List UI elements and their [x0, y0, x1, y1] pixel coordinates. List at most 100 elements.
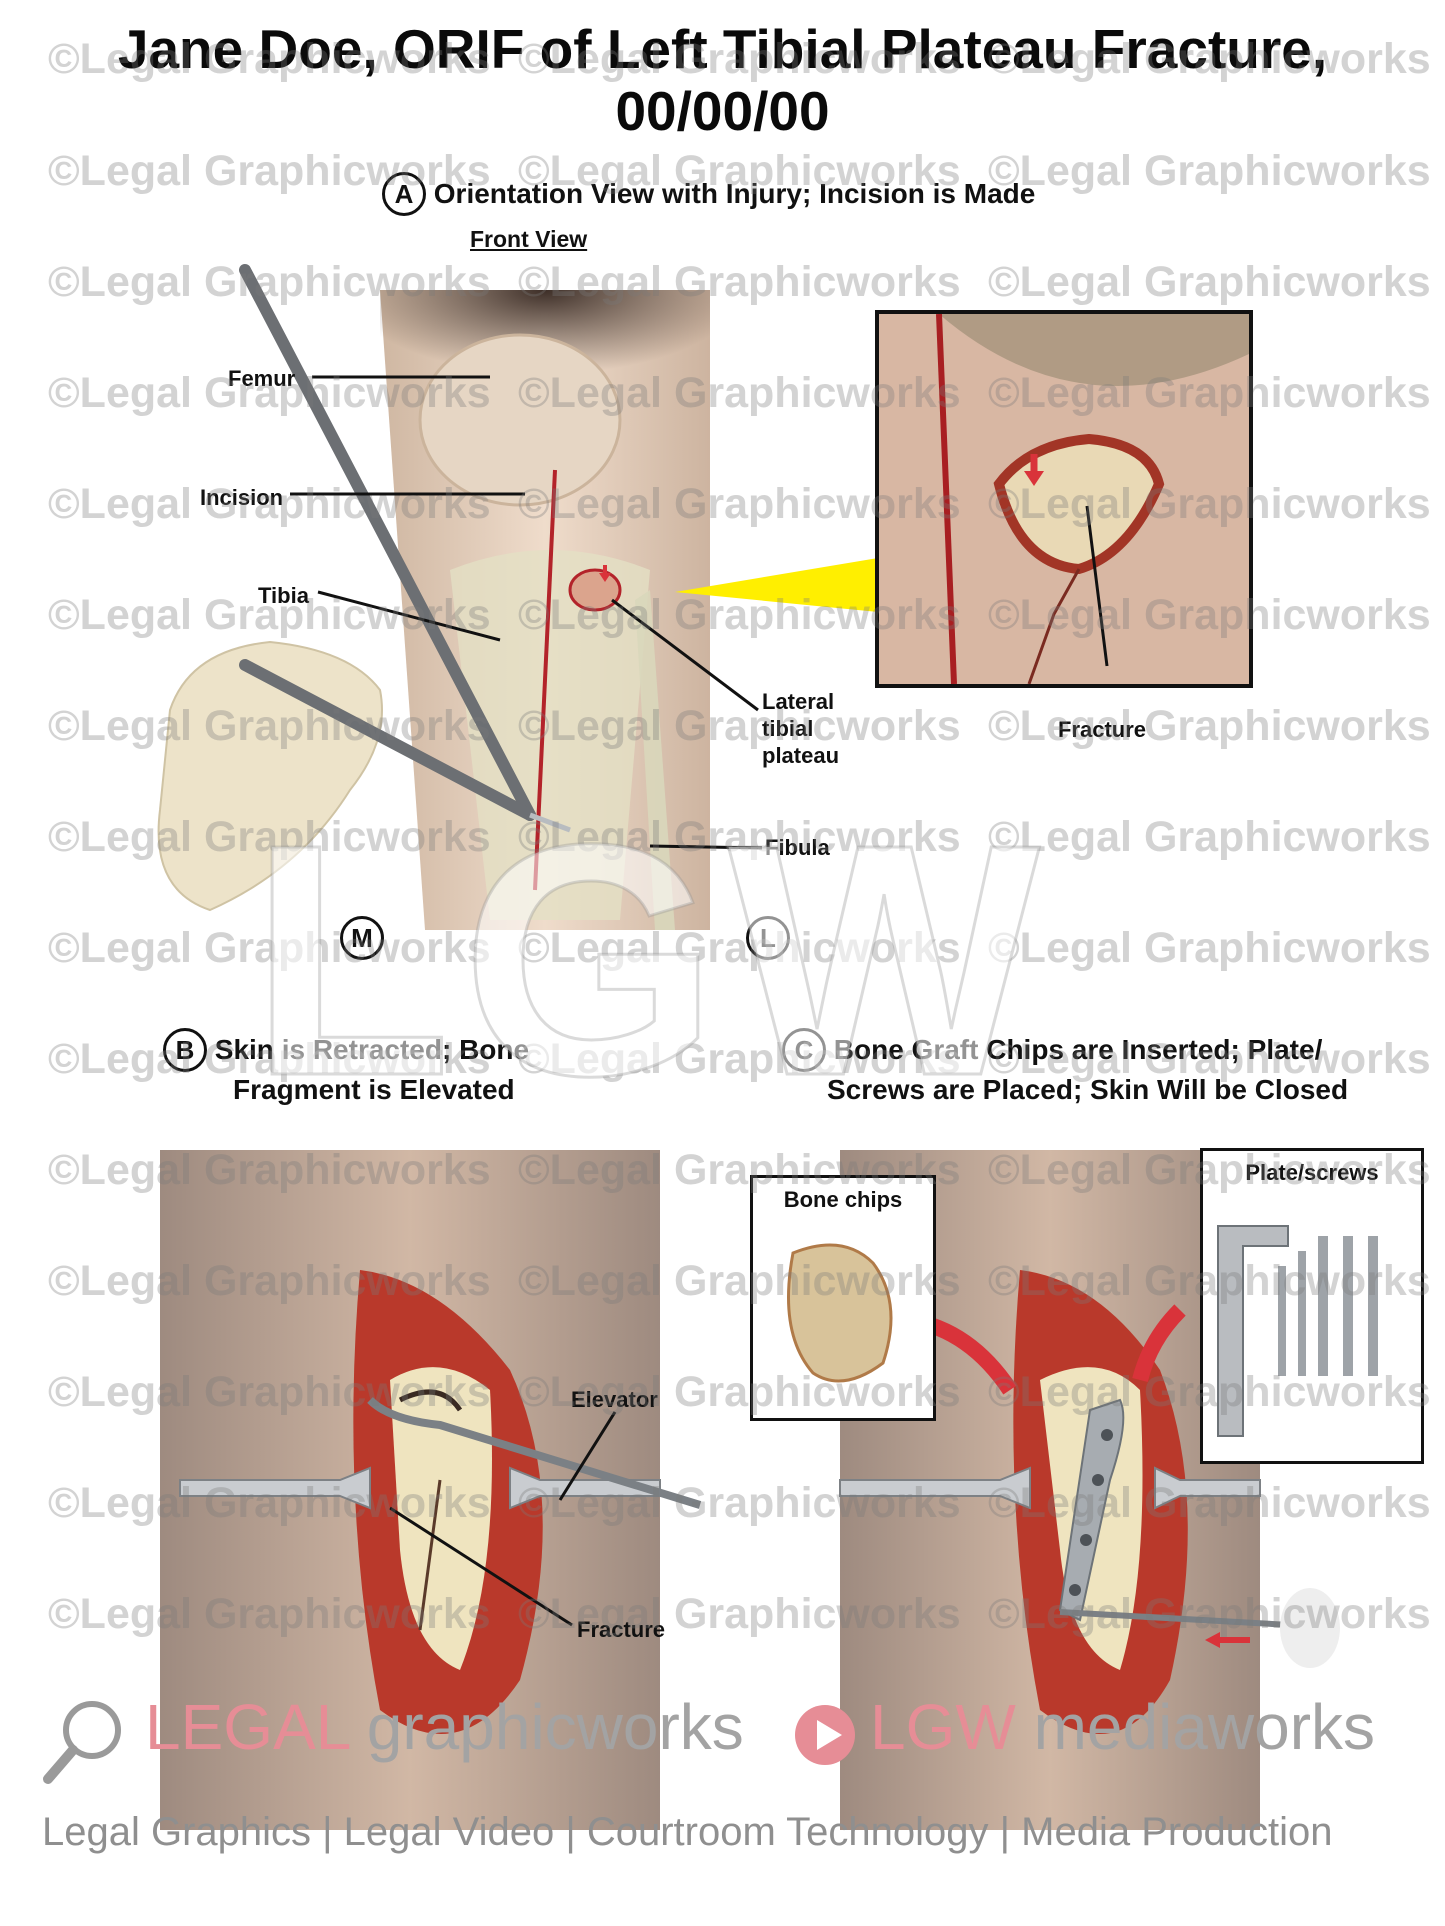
watermark-text: ©Legal Graphicworks	[48, 147, 491, 195]
orientation-lateral-marker: L	[746, 916, 790, 960]
screw-icon-2	[1298, 1251, 1306, 1376]
watermark-text: ©Legal Graphicworks	[48, 702, 491, 750]
watermark-text: ©Legal Graphicworks	[518, 591, 961, 639]
brand-legal-graphicworks: LEGAL graphicworks	[145, 1690, 744, 1764]
inset-incision	[936, 314, 957, 684]
watermark-layer: ©Legal Graphicworks ©Legal Graphicworks …	[48, 35, 1431, 1638]
watermark-text: ©Legal Graphicworks	[48, 369, 491, 417]
watermark-text: ©Legal Graphicworks	[518, 147, 961, 195]
watermark-text: ©Legal Graphicworks	[48, 480, 491, 528]
watermark-text: ©Legal Graphicworks	[48, 591, 491, 639]
watermark-text: ©Legal Graphicworks	[988, 35, 1431, 83]
brand-mediaworks-word: mediaworks	[1033, 1691, 1375, 1763]
section-a-title-text: Orientation View with Injury; Incision i…	[433, 178, 1036, 209]
retractor-c-left	[839, 1466, 1031, 1510]
plateau-fracture-small	[568, 568, 622, 612]
section-c-marker: C	[782, 1028, 826, 1072]
watermark-text: ©Legal Graphicworks	[518, 1479, 961, 1527]
tibia-shape	[450, 550, 650, 920]
knee-front-illustration	[157, 264, 710, 930]
lgw-center-watermark: LGW	[249, 774, 1050, 1146]
fracture-b-crack	[418, 1479, 442, 1631]
section-a-marker: A	[382, 172, 426, 216]
brand-lgw-word: LGW	[870, 1691, 1016, 1763]
magnifier-icon	[43, 1701, 121, 1784]
watermark-text: ©Legal Graphicworks	[988, 1479, 1431, 1527]
watermark-text: ©Legal Graphicworks	[48, 258, 491, 306]
label-lateral-tibial-plateau: Lateral tibial plateau	[762, 688, 839, 769]
section-c-title: C Bone Graft Chips are Inserted; Plate/ …	[782, 1028, 1402, 1108]
brand-legal-word: LEGAL	[145, 1691, 349, 1763]
screwdriver-handle	[1280, 1588, 1340, 1668]
watermark-text: ©Legal Graphicworks	[988, 813, 1431, 861]
fracture-inset	[875, 310, 1253, 688]
plate-icon	[1217, 1225, 1289, 1437]
retractor-c-right	[1154, 1466, 1261, 1510]
brand-graphicworks-word: graphicworks	[366, 1691, 744, 1763]
watermark-text: ©Legal Graphicworks	[988, 480, 1431, 528]
bone-b-exposed	[390, 1367, 492, 1670]
red-arrow-screwdriver	[1205, 1632, 1220, 1648]
watermark-text: ©Legal Graphicworks	[48, 1146, 491, 1194]
watermark-text: ©Legal Graphicworks	[518, 35, 961, 83]
label-lateral-line1: Lateral	[762, 689, 835, 714]
watermark-text: ©Legal Graphicworks	[518, 1590, 961, 1638]
label-lateral-line3: plateau	[762, 743, 840, 768]
label-fracture-inset: Fracture	[1058, 717, 1147, 742]
watermark-text: ©Legal Graphicworks	[518, 480, 961, 528]
watermark-text: ©Legal Graphicworks	[988, 1257, 1431, 1305]
watermark-text: ©Legal Graphicworks	[988, 1035, 1431, 1083]
watermark-text: ©Legal Graphicworks	[518, 369, 961, 417]
bone-chips-icon	[787, 1243, 893, 1383]
front-view-subheading: Front View	[470, 226, 588, 252]
watermark-text: ©Legal Graphicworks	[988, 1590, 1431, 1638]
section-c-title-line2: Screws are Placed; Skin Will be Closed	[827, 1074, 1349, 1105]
bone-chips-inset: Bone chips	[750, 1175, 936, 1421]
watermark-text: ©Legal Graphicworks	[48, 35, 491, 83]
title-line-2: 00/00/00	[615, 80, 830, 142]
plate-installed	[1058, 1398, 1125, 1622]
elevator-tool	[367, 1397, 702, 1509]
footer-brand: LEGAL graphicworks LGW mediaworks	[40, 1690, 1420, 1784]
label-bone-chips: Bone chips	[783, 1187, 903, 1212]
page-title: Jane Doe, ORIF of Left Tibial Plateau Fr…	[0, 18, 1445, 142]
retractor-b-left	[179, 1466, 371, 1510]
plate-screws-inset: Plate/screws	[1200, 1148, 1424, 1464]
watermark-text: ©Legal Graphicworks	[518, 1368, 961, 1416]
watermark-text: ©Legal Graphicworks	[48, 1257, 491, 1305]
watermark-text: ©Legal Graphicworks	[988, 591, 1431, 639]
watermark-text: ©Legal Graphicworks	[988, 924, 1431, 972]
watermark-text: ©Legal Graphicworks	[518, 702, 961, 750]
label-tibia: Tibia	[258, 583, 309, 608]
surgery-b-illustration	[160, 1150, 702, 1830]
scalpel-blade	[529, 812, 571, 833]
screwdriver-shaft	[1059, 1609, 1291, 1628]
watermark-text: ©Legal Graphicworks	[48, 1479, 491, 1527]
screw-icon-5	[1368, 1236, 1378, 1376]
watermark-text: ©Legal Graphicworks	[988, 1146, 1431, 1194]
orientation-medial-marker: M	[340, 916, 384, 960]
screw-icon-3	[1318, 1236, 1328, 1376]
watermark-text: ©Legal Graphicworks	[48, 1590, 491, 1638]
watermark-text: ©Legal Graphicworks	[988, 1368, 1431, 1416]
section-c-title-line1: Bone Graft Chips are Inserted; Plate/	[833, 1034, 1323, 1065]
label-lateral-line2: tibial	[762, 716, 814, 741]
section-b-marker: B	[163, 1028, 207, 1072]
section-b-title: B Skin is Retracted; Bone Fragment is El…	[163, 1028, 583, 1108]
scalpel-handle	[239, 264, 536, 821]
label-fibula: Fibula	[765, 835, 830, 860]
screw-icon-4	[1343, 1236, 1353, 1376]
screw-icon-1	[1278, 1266, 1286, 1376]
inset-red-arrow	[1024, 471, 1044, 486]
label-incision: Incision	[200, 485, 284, 510]
label-elevator: Elevator	[571, 1387, 658, 1412]
label-fracture-b: Fracture	[577, 1617, 666, 1642]
red-arrow-plate	[1132, 1304, 1186, 1383]
inset-crack	[1027, 568, 1081, 684]
section-a-title: A Orientation View with Injury; Incision…	[382, 172, 1162, 216]
watermark-text: ©Legal Graphicworks	[518, 1146, 961, 1194]
watermark-text: ©Legal Graphicworks	[988, 258, 1431, 306]
inset-bone-top	[939, 314, 1249, 386]
play-icon	[795, 1705, 855, 1765]
